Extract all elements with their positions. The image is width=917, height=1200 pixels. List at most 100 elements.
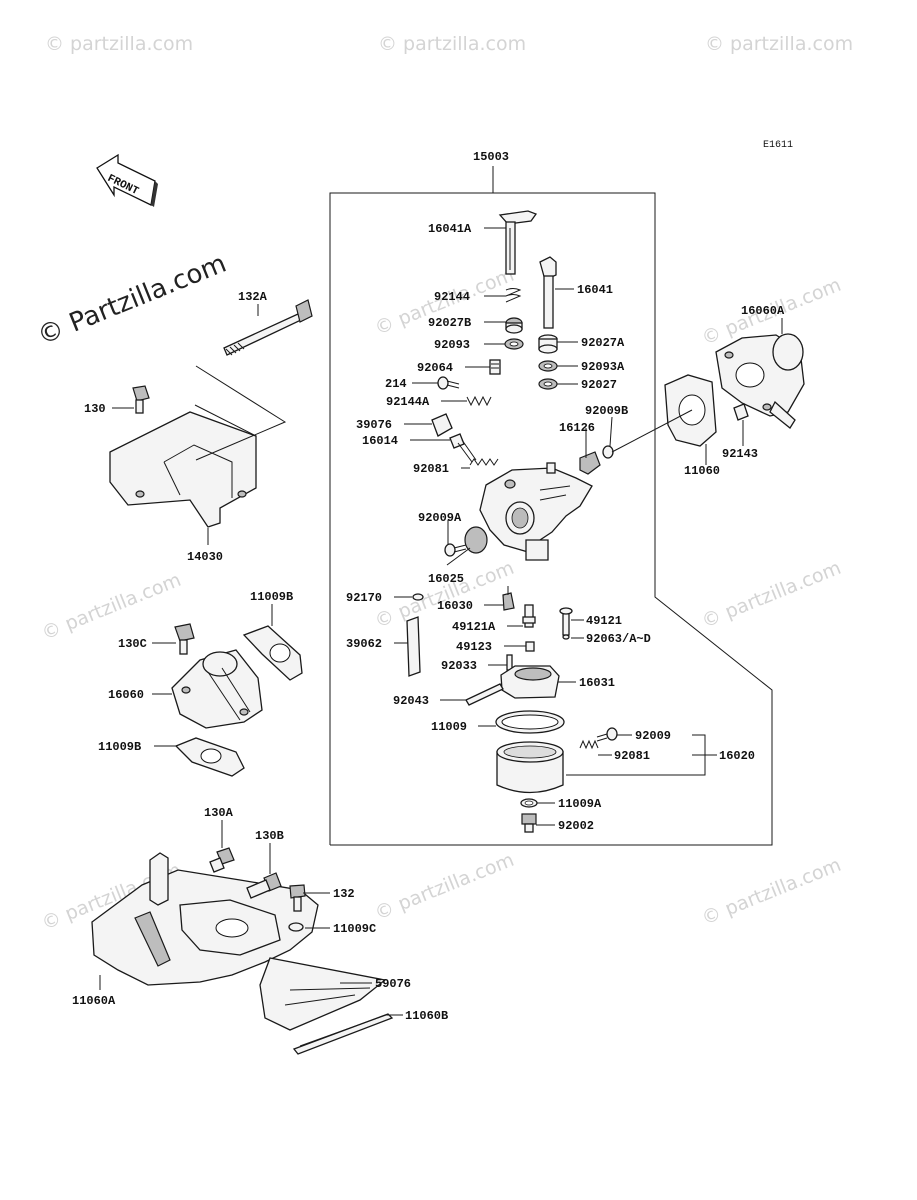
- label-16025: 16025: [428, 572, 464, 586]
- label-92027B: 92027B: [428, 316, 471, 330]
- seal-92027: [538, 378, 558, 390]
- label-92063: 92063/A~D: [586, 632, 651, 646]
- front-arrow-icon: FRONT: [96, 153, 158, 207]
- bolt-130A: [209, 847, 235, 873]
- washer-92093A: [538, 360, 558, 372]
- gasket-11009B-bottom: [174, 737, 245, 777]
- leader-lines: [99, 227, 783, 1016]
- jet-49123: [525, 641, 535, 652]
- bolt-132A: [223, 299, 313, 356]
- screw-92009A: [444, 543, 467, 557]
- label-130: 130: [84, 402, 106, 416]
- gasket-11009B-top: [242, 625, 303, 681]
- label-214: 214: [385, 377, 407, 391]
- gasket-11060B: [292, 1013, 394, 1055]
- label-16060A: 16060A: [741, 304, 785, 318]
- label-92093: 92093: [434, 338, 470, 352]
- watermark: © partzilla.com: [372, 849, 518, 925]
- label-16030: 16030: [437, 599, 473, 613]
- bolt-130C: [174, 623, 195, 655]
- choke-plate-16126: [579, 451, 601, 475]
- label-92081: 92081: [413, 462, 449, 476]
- float-bowl-16020: [496, 741, 564, 794]
- screw-16014: [449, 433, 477, 463]
- intake-elbow-16060A: [715, 333, 805, 429]
- label-15003: 15003: [473, 150, 509, 164]
- label-11009A: 11009A: [558, 797, 602, 811]
- label-92027A: 92027A: [581, 336, 625, 350]
- spring-92144: [505, 288, 522, 303]
- label-49123: 49123: [456, 640, 492, 654]
- gasket-11009A: [520, 798, 538, 808]
- bolt-92002: [521, 813, 537, 833]
- label-11009C: 11009C: [333, 922, 376, 936]
- spring-92081-b: [579, 739, 599, 750]
- label-49121: 49121: [586, 614, 622, 628]
- throttle-plate-16025: [464, 526, 488, 554]
- cap-39076: [431, 413, 453, 437]
- label-132A: 132A: [238, 290, 268, 304]
- label-92009A: 92009A: [418, 511, 462, 525]
- watermark: © partzilla.com: [372, 557, 518, 633]
- oring-92063: [562, 634, 570, 640]
- label-92144A: 92144A: [386, 395, 430, 409]
- label-16041A: 16041A: [428, 222, 472, 236]
- bolt-132: [289, 884, 306, 912]
- seal-92027B: [505, 317, 523, 334]
- watermark: © partzilla.com: [699, 557, 845, 633]
- label-11009B-top: 11009B: [250, 590, 293, 604]
- carburetor-body: [479, 462, 593, 561]
- label-16060: 16060: [108, 688, 144, 702]
- bolt-130B: [246, 872, 282, 899]
- assembly-15003-box: [329, 192, 773, 846]
- label-92009B: 92009B: [585, 404, 628, 418]
- spacer-92143: [733, 403, 749, 421]
- label-16020: 16020: [719, 749, 755, 763]
- label-11009B-bottom: 11009B: [98, 740, 141, 754]
- choke-shaft-16041: [539, 256, 557, 329]
- gasket-11009C: [288, 922, 304, 932]
- needle-16030: [502, 586, 515, 611]
- label-92002: 92002: [558, 819, 594, 833]
- gasket-11009: [495, 710, 565, 734]
- label-49121A: 49121A: [452, 620, 496, 634]
- oring-92170: [412, 593, 424, 601]
- watermark: © partzilla.com: [705, 33, 853, 55]
- label-92033: 92033: [441, 659, 477, 673]
- manifold-11060A: [91, 852, 387, 1031]
- seal-92027A: [538, 334, 558, 354]
- label-59076: 59076: [375, 977, 411, 991]
- jet-49121A: [522, 604, 536, 628]
- label-92081-b: 92081: [614, 749, 650, 763]
- part-labels: 15003 16041A 16041 92144 92027B 92027A 9…: [72, 150, 785, 1023]
- label-92093A: 92093A: [581, 360, 625, 374]
- spring-92081: [469, 458, 499, 466]
- label-92043: 92043: [393, 694, 429, 708]
- watermark-main: © Partzilla.com: [33, 249, 230, 352]
- bolt-130: [132, 385, 150, 414]
- screw-92009B: [602, 445, 614, 459]
- watermark: © partzilla.com: [39, 569, 185, 645]
- pin-92043: [465, 683, 504, 706]
- diagram-code: E1611: [763, 140, 793, 151]
- label-92143: 92143: [722, 447, 758, 461]
- label-14030: 14030: [187, 550, 223, 564]
- screw-92009: [596, 727, 618, 742]
- throttle-shaft-16041A: [498, 210, 538, 275]
- label-11060B: 11060B: [405, 1009, 448, 1023]
- label-92009: 92009: [635, 729, 671, 743]
- label-16126: 16126: [559, 421, 595, 435]
- intake-pipe-16060: [171, 649, 263, 729]
- watermark: © partzilla.com: [699, 854, 845, 930]
- washer-92093: [504, 338, 524, 350]
- cover-14030: [109, 404, 257, 528]
- label-130B: 130B: [255, 829, 284, 843]
- label-11009: 11009: [431, 720, 467, 734]
- label-11060: 11060: [684, 464, 720, 478]
- watermark: © partzilla.com: [378, 33, 526, 55]
- spring-92144A: [466, 395, 492, 407]
- label-92170: 92170: [346, 591, 382, 605]
- tube-39062: [406, 616, 421, 677]
- label-16031: 16031: [579, 676, 615, 690]
